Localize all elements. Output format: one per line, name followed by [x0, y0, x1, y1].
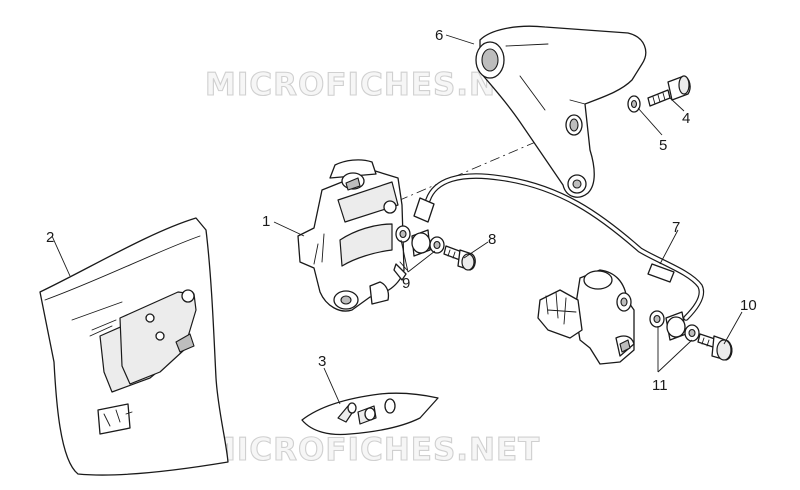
- callout-1: 1: [262, 213, 270, 230]
- leader-lines: [51, 34, 743, 405]
- banjo-fitting: [411, 229, 431, 257]
- washer-9a: [395, 225, 411, 243]
- callout-11: 11: [652, 377, 668, 394]
- caliper-bracket: [475, 25, 647, 198]
- bolt-4: [647, 75, 691, 107]
- watermark-bottom: MICROFICHES.NET: [205, 432, 540, 468]
- washer-11b: [684, 324, 700, 342]
- callout-9: 9: [402, 275, 410, 292]
- banjo-bolt-10: [697, 333, 733, 361]
- brake-pad-kit: [39, 217, 229, 476]
- washer-9b: [429, 236, 445, 254]
- washer-11a: [649, 310, 665, 328]
- callout-6: 6: [435, 27, 443, 44]
- washer-5: [627, 95, 641, 113]
- bleed-screw-kit: [301, 392, 439, 436]
- master-cylinder: [537, 269, 635, 365]
- brake-hose: [413, 173, 705, 321]
- banjo-fitting-lower: [665, 311, 687, 341]
- callout-3: 3: [318, 353, 326, 370]
- callout-2: 2: [46, 229, 54, 246]
- callout-8: 8: [488, 231, 496, 248]
- banjo-bolt-8: [443, 245, 476, 271]
- brake-caliper: [297, 159, 408, 312]
- callout-4: 4: [682, 110, 690, 127]
- callout-5: 5: [659, 137, 667, 154]
- callout-10: 10: [740, 297, 757, 314]
- axis-centerline: [399, 125, 574, 201]
- callout-7: 7: [672, 219, 680, 236]
